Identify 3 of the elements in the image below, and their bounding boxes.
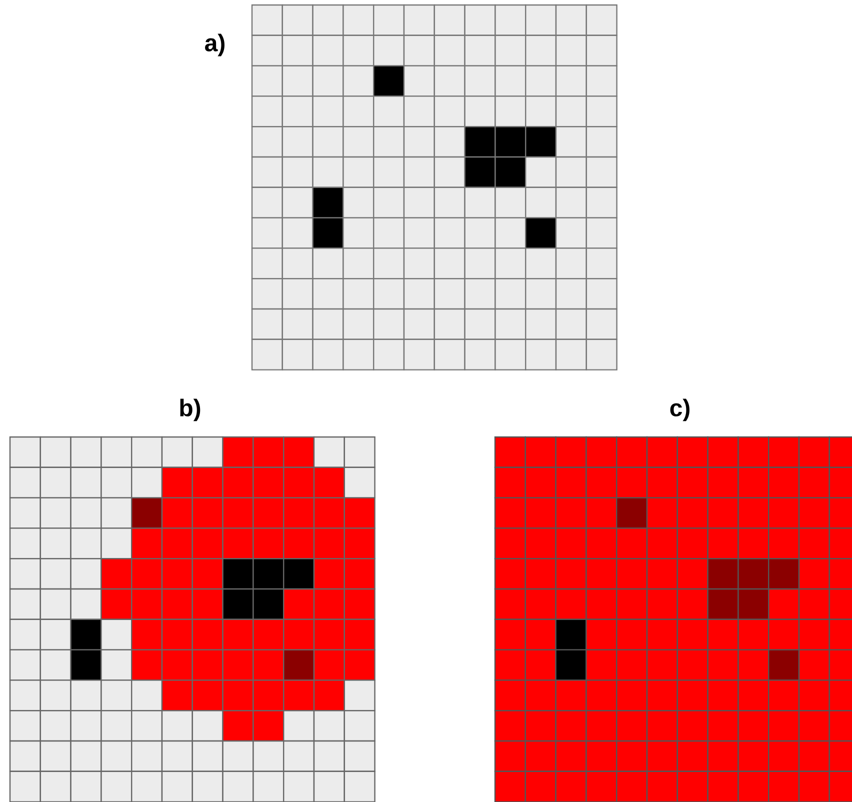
panel-label: c) xyxy=(670,398,690,422)
panel-label: b) xyxy=(180,398,200,422)
panel-label: a) xyxy=(205,34,224,56)
